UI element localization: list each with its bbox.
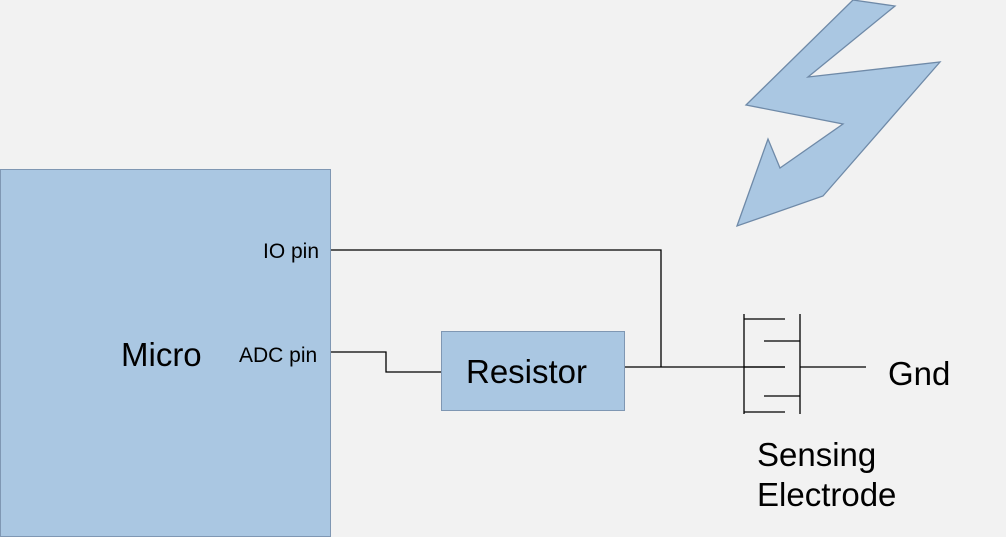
adc-pin-wire <box>331 351 441 373</box>
io-pin-label: IO pin <box>263 240 320 263</box>
micro-label: Micro <box>121 336 202 373</box>
sensing-electrode-symbol <box>743 314 801 414</box>
electrode-label-line2: Electrode <box>757 476 897 513</box>
ground-label: Gnd <box>888 355 951 392</box>
electrode-label-line1: Sensing <box>757 436 877 473</box>
micro-block: Micro IO pin ADC pin <box>0 169 331 537</box>
adc-pin-label: ADC pin <box>239 344 318 367</box>
resistor-block: Resistor <box>441 331 625 411</box>
lightning-bolt-icon <box>735 0 942 228</box>
resistor-label: Resistor <box>466 353 588 390</box>
io-pin-wire <box>331 249 662 367</box>
